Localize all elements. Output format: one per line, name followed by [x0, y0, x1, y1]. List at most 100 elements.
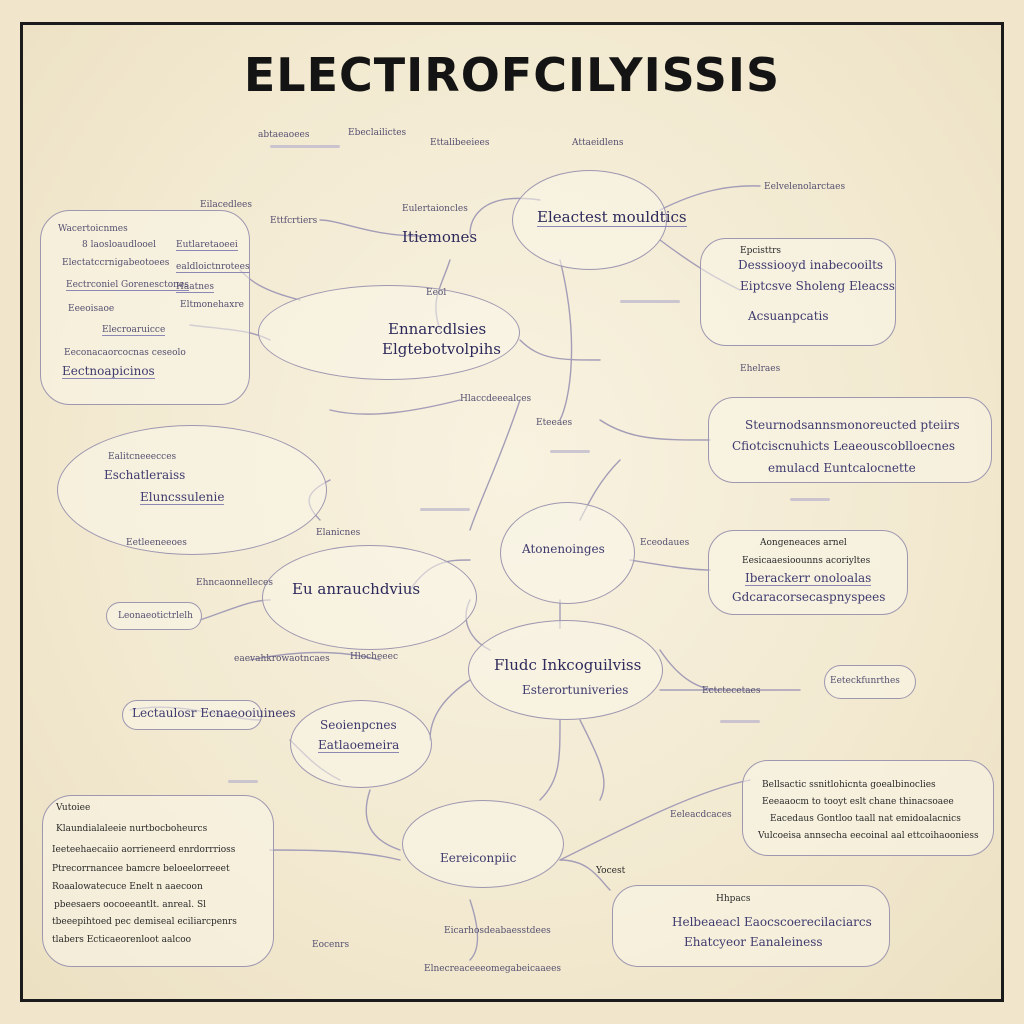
pill-lectaulosr-label: Lectaulosr Ecnaeooiuinees — [132, 706, 296, 720]
pill-lectaulosr[interactable] — [122, 700, 262, 730]
box-aongeneaces[interactable] — [708, 530, 908, 615]
node-eu-anrauchdvius[interactable] — [262, 545, 477, 650]
box-steurnod-label-2: Cfiotciscnuhicts Leaeouscoblloecnes — [732, 439, 955, 453]
node-ennarcdlsies-label-1: Ennarcdlsies — [388, 320, 487, 338]
small-label: Eelvelenolarctaes — [764, 182, 846, 192]
node-ennarcdlsies[interactable] — [258, 285, 520, 380]
small-label: Hlocheeec — [350, 652, 399, 662]
node-seoienpcnes-label-1: Seoienpcnes — [320, 718, 397, 732]
node-atonenoinges-label: Atonenoinges — [522, 542, 605, 556]
scribble-stroke — [228, 780, 258, 783]
node-fludc-inkcoguilviss[interactable] — [468, 620, 663, 720]
small-label: Ebeclailictes — [348, 128, 407, 138]
node-ennarcdlsies-label-2: Elgtebotvolpihs — [382, 340, 501, 358]
box-wacertoicnmes-label-6: Elecroaruicce — [102, 325, 166, 336]
pill-eeteckfunrthes-label: Eeteckfunrthes — [830, 676, 900, 686]
box-bellsactic-label-4: Vulcoeisa annsecha eecoinal aal ettcoiha… — [758, 831, 979, 841]
node-eleactest-mouldtics[interactable] — [512, 170, 667, 270]
small-label: Ectctecetaes — [702, 686, 761, 696]
node-eereiconpiic[interactable] — [402, 800, 564, 888]
box-hhpacs-label-1: Hhpacs — [716, 894, 751, 904]
box-hhpacs-label-3: Ehatcyeor Eanaleiness — [684, 935, 823, 949]
label-eltmonehaxre: Eltmonehaxre — [180, 300, 245, 310]
node-eschatleraiss-label-2: Eluncssulenie — [140, 490, 225, 505]
small-label: Eeleacdcaces — [670, 810, 732, 820]
node-seoienpcnes[interactable] — [290, 700, 432, 788]
node-eu-anrauchdvius-label: Eu anrauchdvius — [292, 580, 421, 598]
box-bellsactic-label-2: Eeeaaocm to tooyt eslt chane thinacsoaee — [762, 797, 954, 807]
box-vutoiee-label-1: Vutoiee — [56, 803, 91, 813]
node-eschatleraiss[interactable] — [57, 425, 327, 555]
small-label: Elnecreaceeeomegabeicaaees — [424, 964, 562, 974]
scribble-stroke — [270, 145, 340, 148]
small-label: Yocest — [596, 866, 626, 876]
small-label: Eetleeneeoes — [126, 538, 187, 548]
box-steurnod-label-3: emulacd Euntcalocnette — [768, 461, 916, 475]
box-wacertoicnmes-label-7: Eeconacaorcocnas ceseolo — [64, 348, 186, 358]
small-label: Eulertaioncles — [402, 204, 468, 214]
small-label: Eteeaes — [536, 418, 573, 428]
pill-leonaeotictrlelh-label: Leonaeotictrlelh — [118, 611, 193, 621]
scribble-stroke — [790, 498, 830, 501]
box-vutoiee-label-2: Klaundialaleeie nurtbocboheurcs — [56, 824, 208, 834]
box-wacertoicnmes-label-8: Eectnoapicinos — [62, 364, 155, 379]
small-label: abtaeaoees — [258, 130, 310, 140]
small-label: Attaeidlens — [572, 138, 624, 148]
small-label: Eilacedlees — [200, 200, 252, 210]
scribble-stroke — [620, 300, 680, 303]
box-bellsactic-label-3: Eacedaus Gontloo taall nat emidoalacnics — [770, 814, 961, 824]
box-aongeneaces-label-2: Eesicaaesioounns acoriyltes — [742, 556, 871, 566]
box-vutoiee-label-3: Ieeteehaecaiio aorrieneerd enrdorrrioss — [52, 845, 236, 855]
label-eutlaretaoeei: Eutlaretaoeei — [176, 240, 238, 251]
small-label: Ehncaonnelleces — [196, 578, 273, 588]
box-steurnodsannsmono[interactable] — [708, 397, 992, 483]
box-epcisttrs[interactable] — [700, 238, 896, 346]
box-vutoiee-label-5: Roaalowatecuce Enelt n aaecoon — [52, 882, 203, 892]
box-epcisttrs-label-3: Eiptcsve Sholeng Eleacss — [740, 279, 895, 293]
box-vutoiee-label-8: tlabers Ecticaeorenloot aalcoo — [52, 935, 192, 945]
box-wacertoicnmes-label-1: Wacertoicnmes — [58, 224, 128, 234]
box-aongeneaces-label-4: Gdcaracorsecaspnyspees — [732, 590, 886, 604]
box-vutoiee[interactable] — [42, 795, 274, 967]
small-label: Elanicnes — [316, 528, 361, 538]
scribble-stroke — [550, 450, 590, 453]
small-label: Ealitcneeecces — [108, 452, 177, 462]
box-vutoiee-label-4: Ptrecorrnancee bamcre beloeelorreeet — [52, 864, 230, 874]
box-wacertoicnmes[interactable] — [40, 210, 250, 405]
node-eschatleraiss-label-1: Eschatleraiss — [104, 468, 186, 482]
box-hhpacs[interactable] — [612, 885, 890, 967]
box-wacertoicnmes-label-4: Eectrconiel Gorenesctones — [66, 280, 189, 291]
node-fludc-label-2: Esterortuniveries — [522, 683, 629, 697]
small-label: Hlaccdeeealces — [460, 394, 532, 404]
small-label: Ehelraes — [740, 364, 781, 374]
label-haatnes: Haatnes — [176, 282, 214, 293]
small-label: Eocenrs — [312, 940, 350, 950]
pill-leonaeotictrlelh[interactable] — [106, 602, 202, 630]
scribble-stroke — [420, 508, 470, 511]
box-steurnod-label-1: Steurnodsannsmonoreucted pteiirs — [745, 418, 960, 432]
node-seoienpcnes-label-2: Eatlaoemeira — [318, 738, 400, 753]
pill-eeteckfunrthes[interactable] — [824, 665, 916, 699]
box-epcisttrs-label-1: Epcisttrs — [740, 246, 782, 256]
node-eleactest-mouldtics-label: Eleactest mouldtics — [537, 208, 687, 227]
box-wacertoicnmes-label-5: Eeeoisaoe — [68, 304, 115, 314]
box-bellsactic[interactable] — [742, 760, 994, 856]
box-aongeneaces-label-1: Aongeneaces arnel — [760, 538, 847, 548]
box-vutoiee-label-6: pbeesaers oocoeeantlt. anreal. Sl — [54, 900, 207, 910]
small-label: Eicarhosdeabaesstdees — [444, 926, 551, 936]
box-vutoiee-label-7: tbeeepihtoed pec demiseal eciliarcpenrs — [52, 917, 237, 927]
box-wacertoicnmes-label-3: Electatccrnigabeotoees — [62, 258, 170, 268]
small-label: Eeol — [426, 288, 447, 298]
node-itiemones-label: Itiemones — [402, 228, 478, 246]
small-label: Ettalibeeiees — [430, 138, 490, 148]
label-ealdloictnrotees: ealdloictnrotees — [176, 262, 250, 273]
scribble-stroke — [720, 720, 760, 723]
small-label: Eceodaues — [640, 538, 690, 548]
node-eereiconpiic-label: Eereiconpiic — [440, 851, 517, 865]
node-fludc-label-1: Fludc Inkcoguilviss — [494, 656, 642, 674]
box-aongeneaces-label-3: Iberackerr onoloalas — [745, 571, 872, 586]
diagram-title: ELECTIROFCILYISSIS — [243, 48, 781, 102]
node-atonenoinges[interactable] — [500, 502, 635, 604]
box-epcisttrs-label-2: Desssiooyd inabecooilts — [738, 258, 884, 272]
